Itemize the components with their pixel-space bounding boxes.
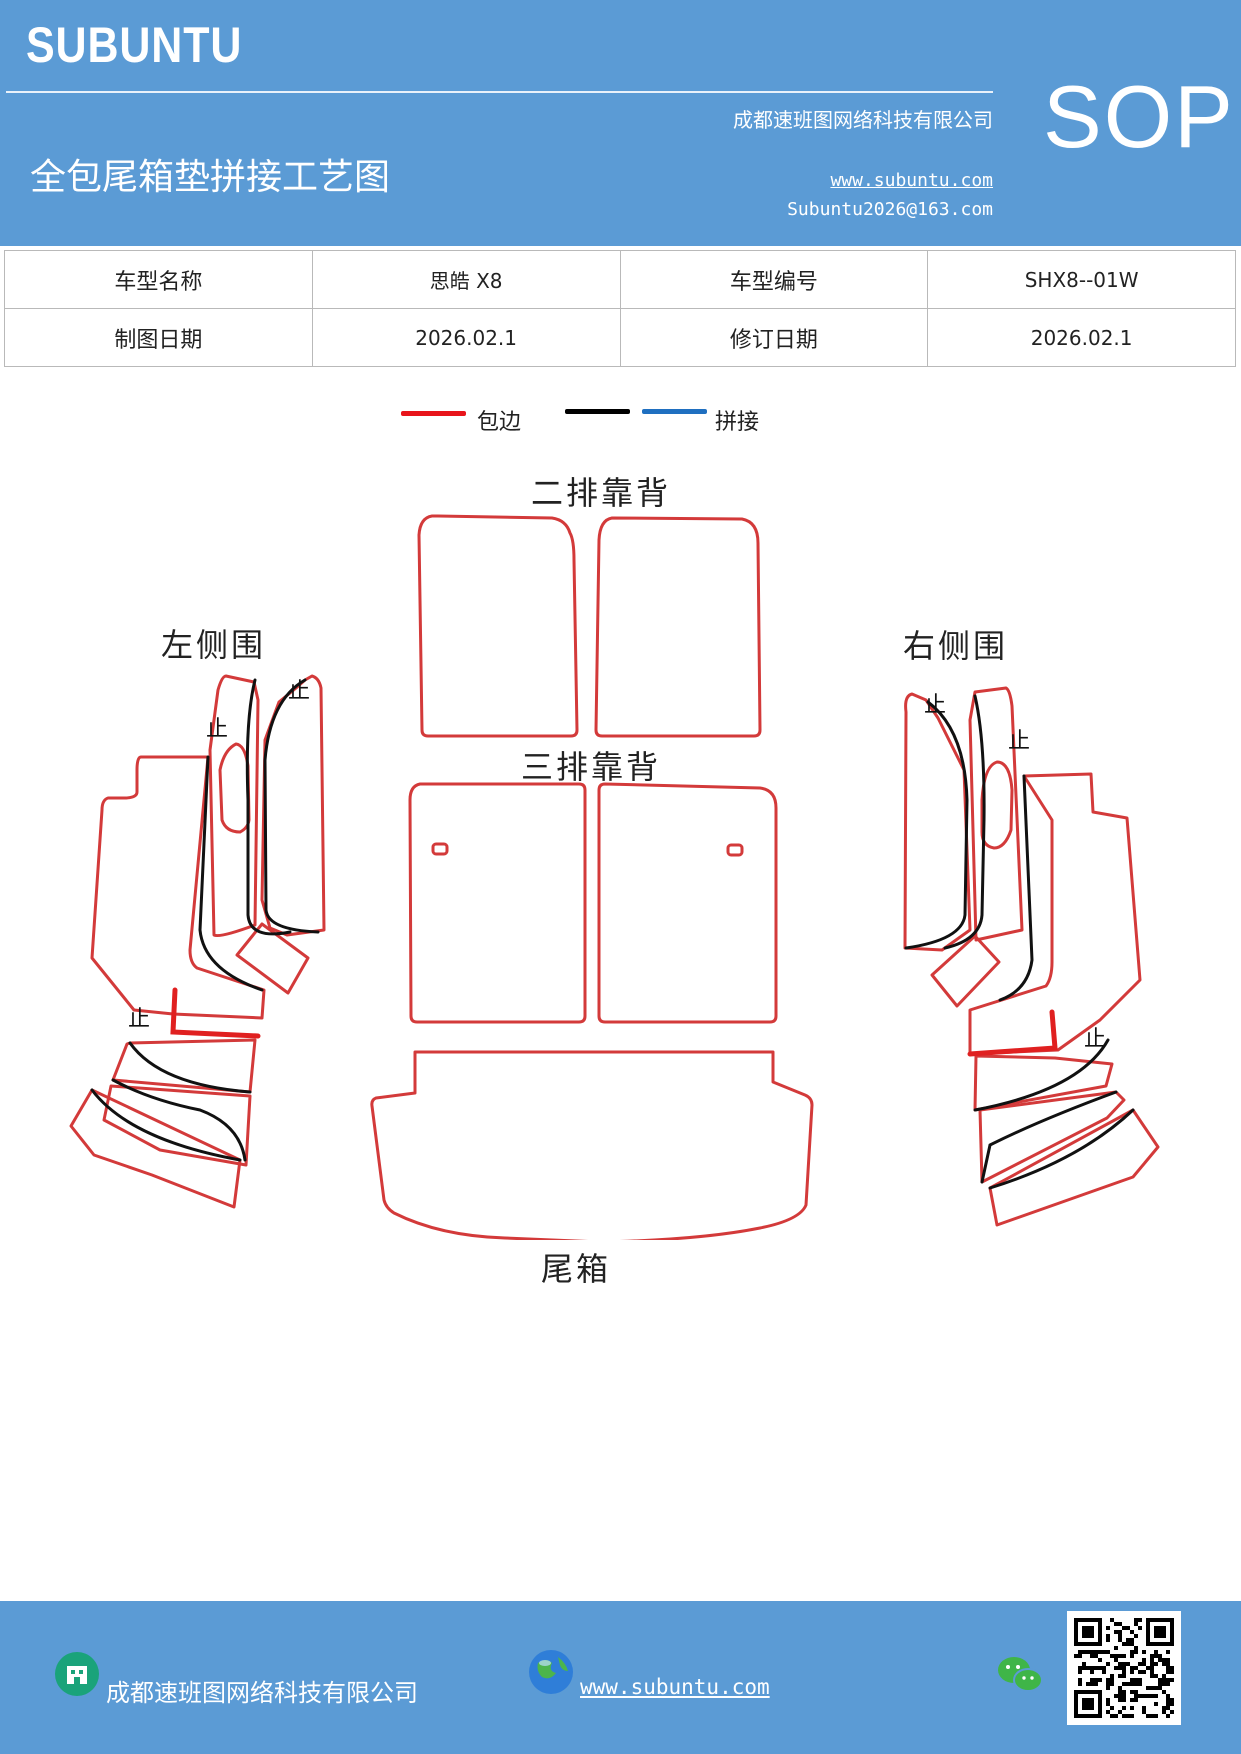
page-footer: 成都速班图网络科技有限公司 www.subuntu.com <box>0 1601 1241 1754</box>
right-side-pillar-inner <box>980 760 1014 850</box>
legend-edge-swatch <box>401 411 466 416</box>
right-splice-lower-2 <box>980 1090 1118 1184</box>
header-divider <box>6 91 993 93</box>
stop-mark: 止 <box>288 679 310 704</box>
right-splice-lower-1 <box>973 1038 1110 1112</box>
table-row: 车型名称 思皓 X8 车型编号 SHX8--01W <box>4 250 1236 309</box>
right-side-lower-1 <box>973 1054 1114 1112</box>
page-header: SUBUNTU 成都速班图网络科技有限公司 全包尾箱垫拼接工艺图 www.sub… <box>0 0 1241 246</box>
wechat-icon[interactable] <box>996 1654 1044 1696</box>
stop-mark: 止 <box>1008 729 1030 754</box>
right-splice-strip-a <box>943 694 986 950</box>
left-splice-pillar <box>198 755 264 992</box>
legend-splice-swatch-black <box>565 409 630 414</box>
right-splice-strip-b <box>904 700 969 950</box>
third-row-right-panel <box>597 782 778 1024</box>
right-side-large-panel <box>968 772 1142 1056</box>
revise-date-label: 修订日期 <box>619 308 929 367</box>
stop-mark: 止 <box>206 717 228 742</box>
second-row-right-panel <box>594 516 762 738</box>
building-icon <box>55 1652 99 1696</box>
website-link[interactable]: www.subuntu.com <box>830 170 993 191</box>
right-splice-pillar <box>998 774 1034 1002</box>
company-name: 成都速班图网络科技有限公司 <box>733 108 993 132</box>
draw-date-label: 制图日期 <box>4 308 313 367</box>
email-address: Subuntu2026@163.com <box>787 199 993 220</box>
model-name-value: 思皓 X8 <box>311 250 621 309</box>
stop-mark: 止 <box>1084 1027 1106 1052</box>
trunk-panel <box>370 1050 814 1240</box>
right-side-lower-2 <box>978 1090 1126 1184</box>
label-second-row-backrest: 二排靠背 <box>531 474 672 512</box>
model-name-label: 车型名称 <box>4 250 313 309</box>
left-splice-lower-2 <box>111 1078 247 1162</box>
legend-splice-label: 拼接 <box>715 410 760 435</box>
left-splice-strip-a <box>245 678 292 936</box>
left-side-strip-panel <box>260 674 326 937</box>
label-trunk: 尾箱 <box>541 1250 612 1288</box>
legend-splice-swatch-blue <box>642 409 707 414</box>
right-side-pillar-outer <box>968 686 1024 942</box>
left-side-pillar-outer <box>208 674 260 937</box>
brand-logo: SUBUNTU <box>26 17 243 73</box>
left-splice-strip-b <box>263 678 320 934</box>
left-side-large-panel <box>90 755 266 1020</box>
right-side-strip-panel <box>903 692 972 952</box>
footer-company: 成都速班图网络科技有限公司 <box>106 1679 418 1707</box>
revise-date-value: 2026.02.1 <box>927 308 1236 367</box>
legend-edge-label: 包边 <box>477 410 522 435</box>
model-code-value: SHX8--01W <box>927 250 1236 309</box>
stop-mark: 止 <box>128 1007 150 1032</box>
model-code-label: 车型编号 <box>619 250 929 309</box>
qr-code <box>1067 1611 1181 1725</box>
footer-website-link[interactable]: www.subuntu.com <box>580 1675 770 1699</box>
table-row: 制图日期 2026.02.1 修订日期 2026.02.1 <box>4 308 1236 367</box>
second-row-left-panel <box>417 514 579 738</box>
left-trim-accent <box>170 987 261 1039</box>
right-side-lower-3 <box>988 1108 1160 1227</box>
mat-layout-diagram: 止 止 止 止 止 止 <box>69 514 1160 1240</box>
third-row-left-panel <box>408 782 587 1024</box>
third-row-right-slot <box>726 843 744 857</box>
left-splice-lower-3 <box>90 1088 242 1162</box>
label-right-side: 右侧围 <box>903 627 1009 665</box>
globe-icon <box>529 1650 573 1694</box>
draw-date-value: 2026.02.1 <box>311 308 621 367</box>
sop-badge: SOP <box>1043 67 1235 166</box>
right-trim-accent <box>967 1009 1058 1057</box>
vehicle-info-table: 车型名称 思皓 X8 车型编号 SHX8--01W 制图日期 2026.02.1… <box>4 250 1236 367</box>
label-third-row-backrest: 三排靠背 <box>521 748 662 786</box>
left-side-pillar-inner <box>218 742 251 834</box>
third-row-left-slot <box>431 842 449 856</box>
left-side-corner-panel <box>235 922 310 995</box>
page-title: 全包尾箱垫拼接工艺图 <box>30 157 391 198</box>
right-side-corner-panel <box>930 934 1001 1008</box>
stop-mark: 止 <box>924 693 946 718</box>
left-side-lower-2 <box>102 1084 252 1167</box>
left-splice-lower-1 <box>128 1041 252 1094</box>
label-left-side: 左侧围 <box>161 626 267 664</box>
right-splice-lower-3 <box>988 1108 1135 1190</box>
